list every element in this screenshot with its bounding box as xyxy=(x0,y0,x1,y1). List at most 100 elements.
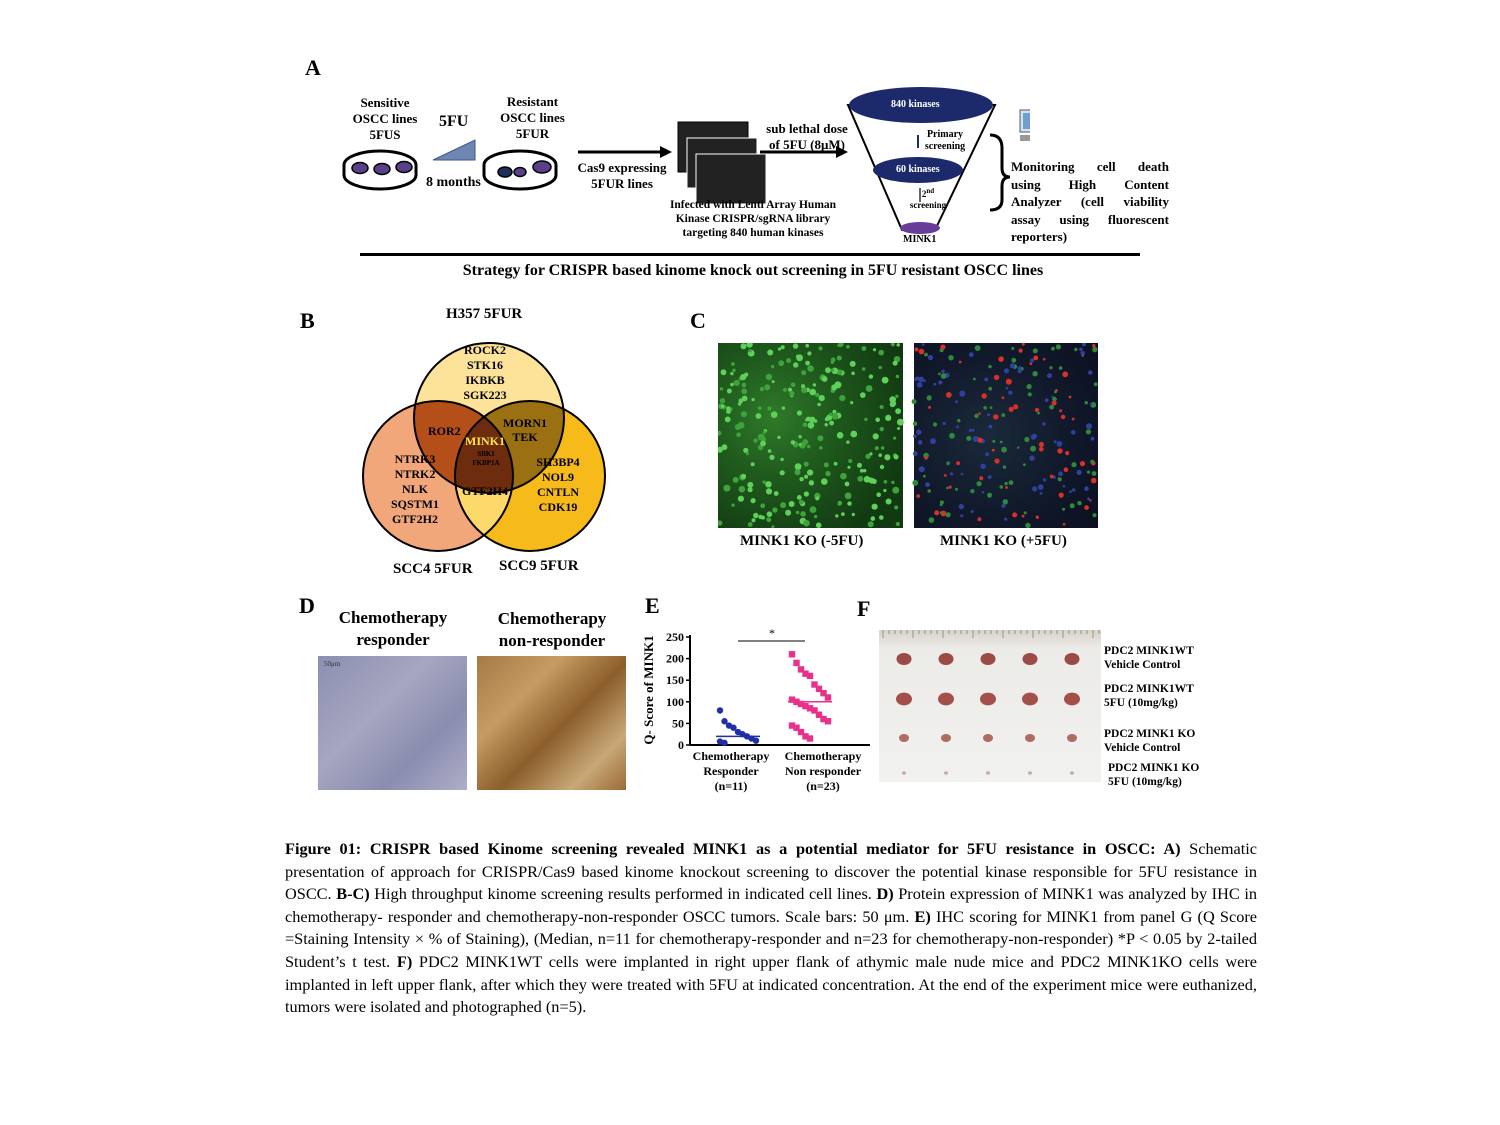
red-cell-dot xyxy=(1076,469,1082,475)
green-cell-dot xyxy=(789,390,795,397)
red-cell-dot xyxy=(1023,511,1027,515)
red-cell-dot xyxy=(927,489,931,493)
green-cell-dot xyxy=(881,376,889,384)
green-cell-dot xyxy=(863,476,871,483)
tumor-sample xyxy=(938,692,954,706)
green-cell-dot xyxy=(794,463,802,471)
well-plate-icon xyxy=(677,121,767,205)
red-cell-dot xyxy=(1090,477,1097,484)
red-cell-dot xyxy=(1032,486,1038,492)
drug-label: 5FU xyxy=(439,113,469,130)
red-cell-dot xyxy=(945,512,951,518)
green-cell-dot xyxy=(802,439,809,445)
panel-b-letter: B xyxy=(300,308,315,333)
red-cell-dot xyxy=(1068,395,1072,399)
tumor-sample xyxy=(899,734,909,742)
green-cell-dot xyxy=(834,381,842,389)
red-cell-dot xyxy=(939,511,943,514)
green-cell-dot xyxy=(801,384,805,389)
green-cell-dot xyxy=(895,408,901,415)
green-cell-dot xyxy=(734,424,741,430)
green-cell-dot xyxy=(835,514,839,518)
green-cell-dot xyxy=(747,522,753,527)
green-cell-dot xyxy=(812,383,817,387)
green-cell-dot xyxy=(847,465,851,469)
red-cell-dot xyxy=(1063,467,1069,472)
tumor-sample xyxy=(980,692,996,706)
red-cell-dot xyxy=(968,352,974,358)
green-cell-dot xyxy=(809,506,817,513)
red-cell-dot xyxy=(1008,406,1014,412)
red-cell-dot xyxy=(1058,366,1063,370)
data-point xyxy=(815,711,823,718)
data-point xyxy=(811,681,818,688)
green-cell-dot xyxy=(778,360,785,367)
caption-e-head: E) xyxy=(914,906,931,926)
green-cell-dot xyxy=(746,343,753,348)
green-cell-dot xyxy=(741,395,748,402)
red-cell-dot xyxy=(1037,411,1040,415)
green-cell-dot xyxy=(846,440,850,444)
green-cell-dot xyxy=(757,406,762,410)
red-cell-dot xyxy=(992,439,996,443)
red-cell-dot xyxy=(1072,488,1076,492)
caption-bc-head: B-C) xyxy=(336,884,370,904)
red-cell-dot xyxy=(1058,471,1063,477)
red-cell-dot xyxy=(972,436,979,442)
green-cell-dot xyxy=(753,438,758,443)
green-cell-dot xyxy=(798,443,802,447)
red-cell-dot xyxy=(1018,348,1023,353)
red-cell-dot xyxy=(949,472,954,476)
red-cell-dot xyxy=(1025,522,1031,528)
red-cell-dot xyxy=(921,343,925,346)
red-cell-dot xyxy=(923,474,926,478)
arrow-right-icon xyxy=(660,146,672,158)
green-cell-dot xyxy=(765,481,772,488)
red-cell-dot xyxy=(1062,485,1066,488)
red-cell-dot xyxy=(1089,402,1093,406)
green-cell-dot xyxy=(829,420,834,426)
green-cell-dot xyxy=(832,409,837,414)
data-point xyxy=(802,733,809,740)
red-cell-dot xyxy=(1023,463,1026,467)
ihc-responder-image xyxy=(318,656,467,790)
green-cell-dot xyxy=(895,522,900,526)
figure-caption: Figure 01: CRISPR based Kinome screening… xyxy=(285,838,1257,1019)
red-cell-dot xyxy=(966,435,972,441)
primary-screening-label: Primary screening xyxy=(924,129,966,152)
screening-funnel-icon xyxy=(846,87,997,234)
chart-xcat-1: Chemotherapy Non responder (n=23) xyxy=(784,749,862,793)
red-cell-dot xyxy=(978,412,981,415)
green-cell-dot xyxy=(743,447,749,453)
data-point xyxy=(797,666,805,673)
green-cell-dot xyxy=(790,382,796,388)
red-cell-dot xyxy=(1079,347,1083,352)
data-point xyxy=(721,718,728,725)
green-cell-dot xyxy=(850,430,858,438)
red-cell-dot xyxy=(957,418,961,423)
red-cell-dot xyxy=(1026,384,1032,390)
red-cell-dot xyxy=(958,503,964,510)
green-cell-dot xyxy=(732,476,739,483)
green-cell-dot xyxy=(833,461,838,466)
green-cell-dot xyxy=(798,435,802,439)
red-cell-dot xyxy=(1002,465,1007,469)
ihc-non-responder-image xyxy=(477,656,626,790)
red-cell-dot xyxy=(974,345,981,351)
red-cell-dot xyxy=(991,448,995,452)
red-cell-dot xyxy=(987,475,992,479)
green-cell-dot xyxy=(733,379,740,386)
red-cell-dot xyxy=(1071,417,1075,421)
green-cell-dot xyxy=(764,384,771,391)
data-point xyxy=(788,722,796,729)
red-cell-dot xyxy=(1037,484,1044,490)
red-cell-dot xyxy=(924,456,928,460)
red-cell-dot xyxy=(1074,347,1078,352)
red-cell-dot xyxy=(948,485,952,489)
green-cell-dot xyxy=(807,365,814,372)
caption-lead: Figure 01: CRISPR based Kinome screening… xyxy=(285,839,1181,858)
green-cell-dot xyxy=(878,453,882,457)
green-cell-dot xyxy=(771,525,775,528)
green-cell-dot xyxy=(801,386,808,394)
